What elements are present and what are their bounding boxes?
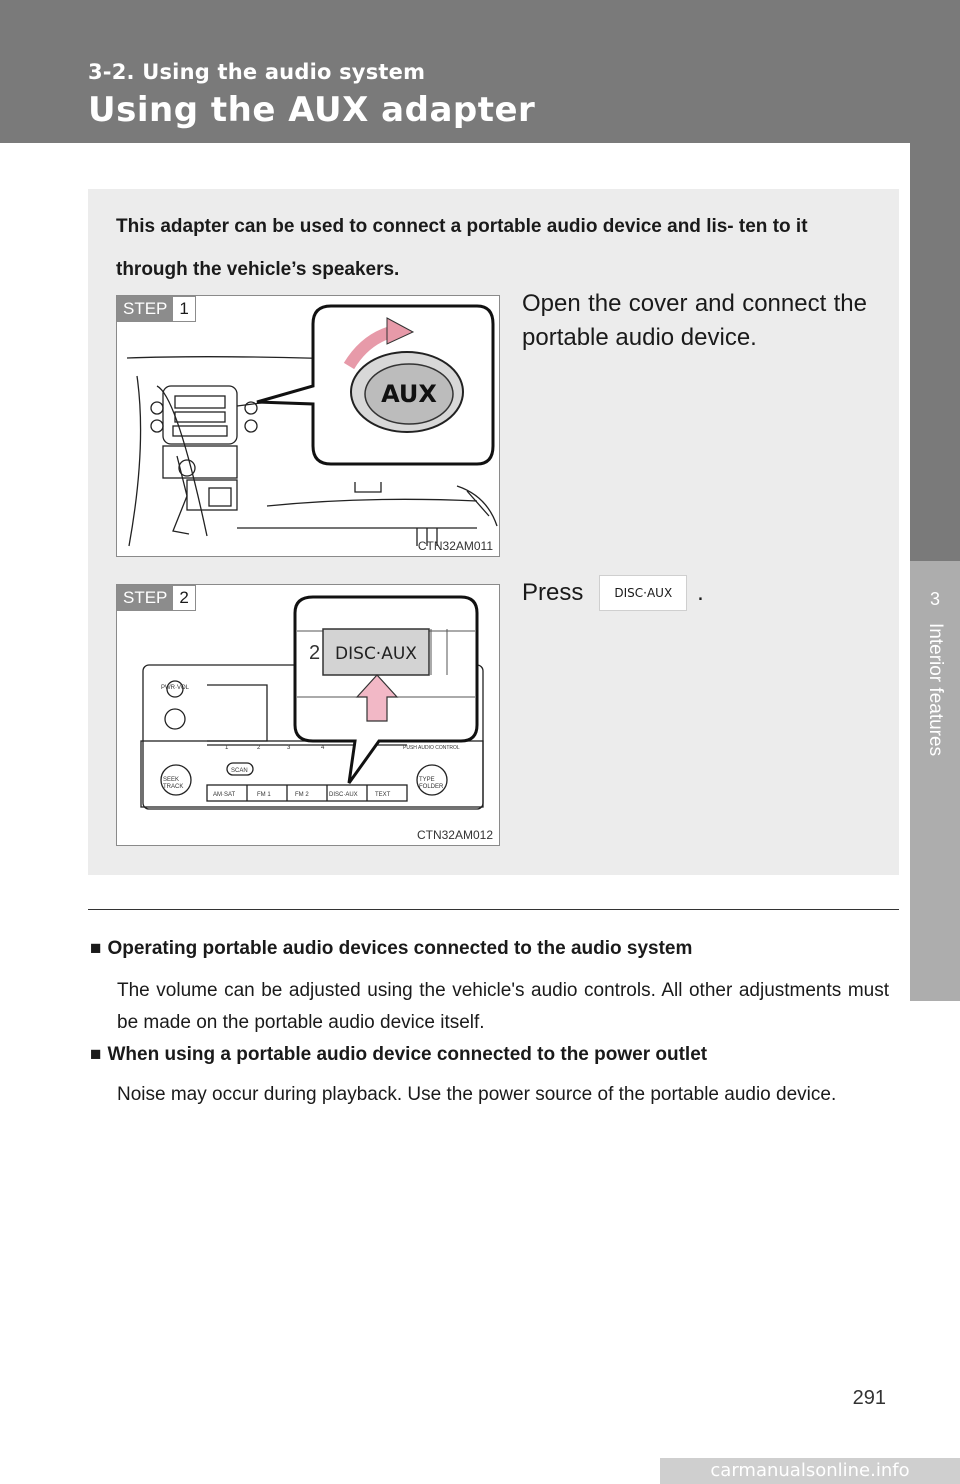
page-title: Using the AUX adapter <box>88 90 536 130</box>
svg-text:SCAN: SCAN <box>231 768 248 774</box>
svg-text:4: 4 <box>321 745 325 751</box>
page-header: 3-2. Using the audio system Using the AU… <box>0 0 960 143</box>
svg-text:TYPE: TYPE <box>419 777 435 783</box>
svg-text:SEEK: SEEK <box>163 777 179 783</box>
step-2-badge: STEP 2 <box>117 585 196 611</box>
dashboard-illustration: AUX <box>126 304 498 547</box>
figure-code: CTN32AM012 <box>416 828 493 842</box>
svg-text:DISC·AUX: DISC·AUX <box>335 644 417 664</box>
svg-text:FM 2: FM 2 <box>295 792 309 798</box>
svg-text:TRACK: TRACK <box>163 784 183 790</box>
figure-code: CTN32AM011 <box>417 539 493 553</box>
svg-text:1: 1 <box>225 745 229 751</box>
svg-text:TEXT: TEXT <box>375 792 391 798</box>
svg-text:AUX: AUX <box>381 380 437 408</box>
note-2-body: Noise may occur during playback. Use the… <box>117 1084 837 1105</box>
svg-text:DISC·AUX: DISC·AUX <box>329 792 358 798</box>
svg-text:2: 2 <box>309 642 320 664</box>
intro-text: This adapter can be used to connect a po… <box>116 216 808 280</box>
note-1-body: The volume can be adjusted using the veh… <box>117 980 889 1033</box>
svg-text:FOLDER: FOLDER <box>419 784 444 790</box>
svg-text:3: 3 <box>287 745 291 751</box>
chapter-number: 3 <box>929 589 940 609</box>
section-label: 3-2. Using the audio system <box>88 60 426 84</box>
svg-text:2: 2 <box>257 745 261 751</box>
svg-text:AM·SAT: AM·SAT <box>213 792 236 798</box>
step-1-text: Open the cover and connect the portable … <box>522 290 867 351</box>
step-2-figure: STEP 2 PWR·VOL SEEK TRACK TYPE FOLDER SC… <box>116 584 500 846</box>
divider <box>88 909 899 910</box>
svg-text:FM 1: FM 1 <box>257 792 271 798</box>
chapter-name: Interior features <box>925 623 946 757</box>
disc-aux-button-icon: DISC·AUX <box>599 575 688 611</box>
watermark: carmanualsonline.info <box>660 1458 960 1484</box>
page-number: 291 <box>852 1387 886 1409</box>
note-2-heading: ■When using a portable audio device conn… <box>90 1044 708 1065</box>
audio-unit-illustration: PWR·VOL SEEK TRACK TYPE FOLDER SCAN AM·S… <box>140 595 484 810</box>
svg-text:PWR·VOL: PWR·VOL <box>161 685 190 691</box>
step-2-text: Press DISC·AUX . <box>522 575 704 611</box>
step-1-figure: STEP 1 AU <box>116 295 500 557</box>
note-1-heading: ■Operating portable audio devices connec… <box>90 938 693 959</box>
chapter-side-tab: 3 Interior features <box>910 143 960 1356</box>
step-1-badge: STEP 1 <box>117 296 196 322</box>
svg-text:PUSH AUDIO CONTROL: PUSH AUDIO CONTROL <box>403 745 460 751</box>
